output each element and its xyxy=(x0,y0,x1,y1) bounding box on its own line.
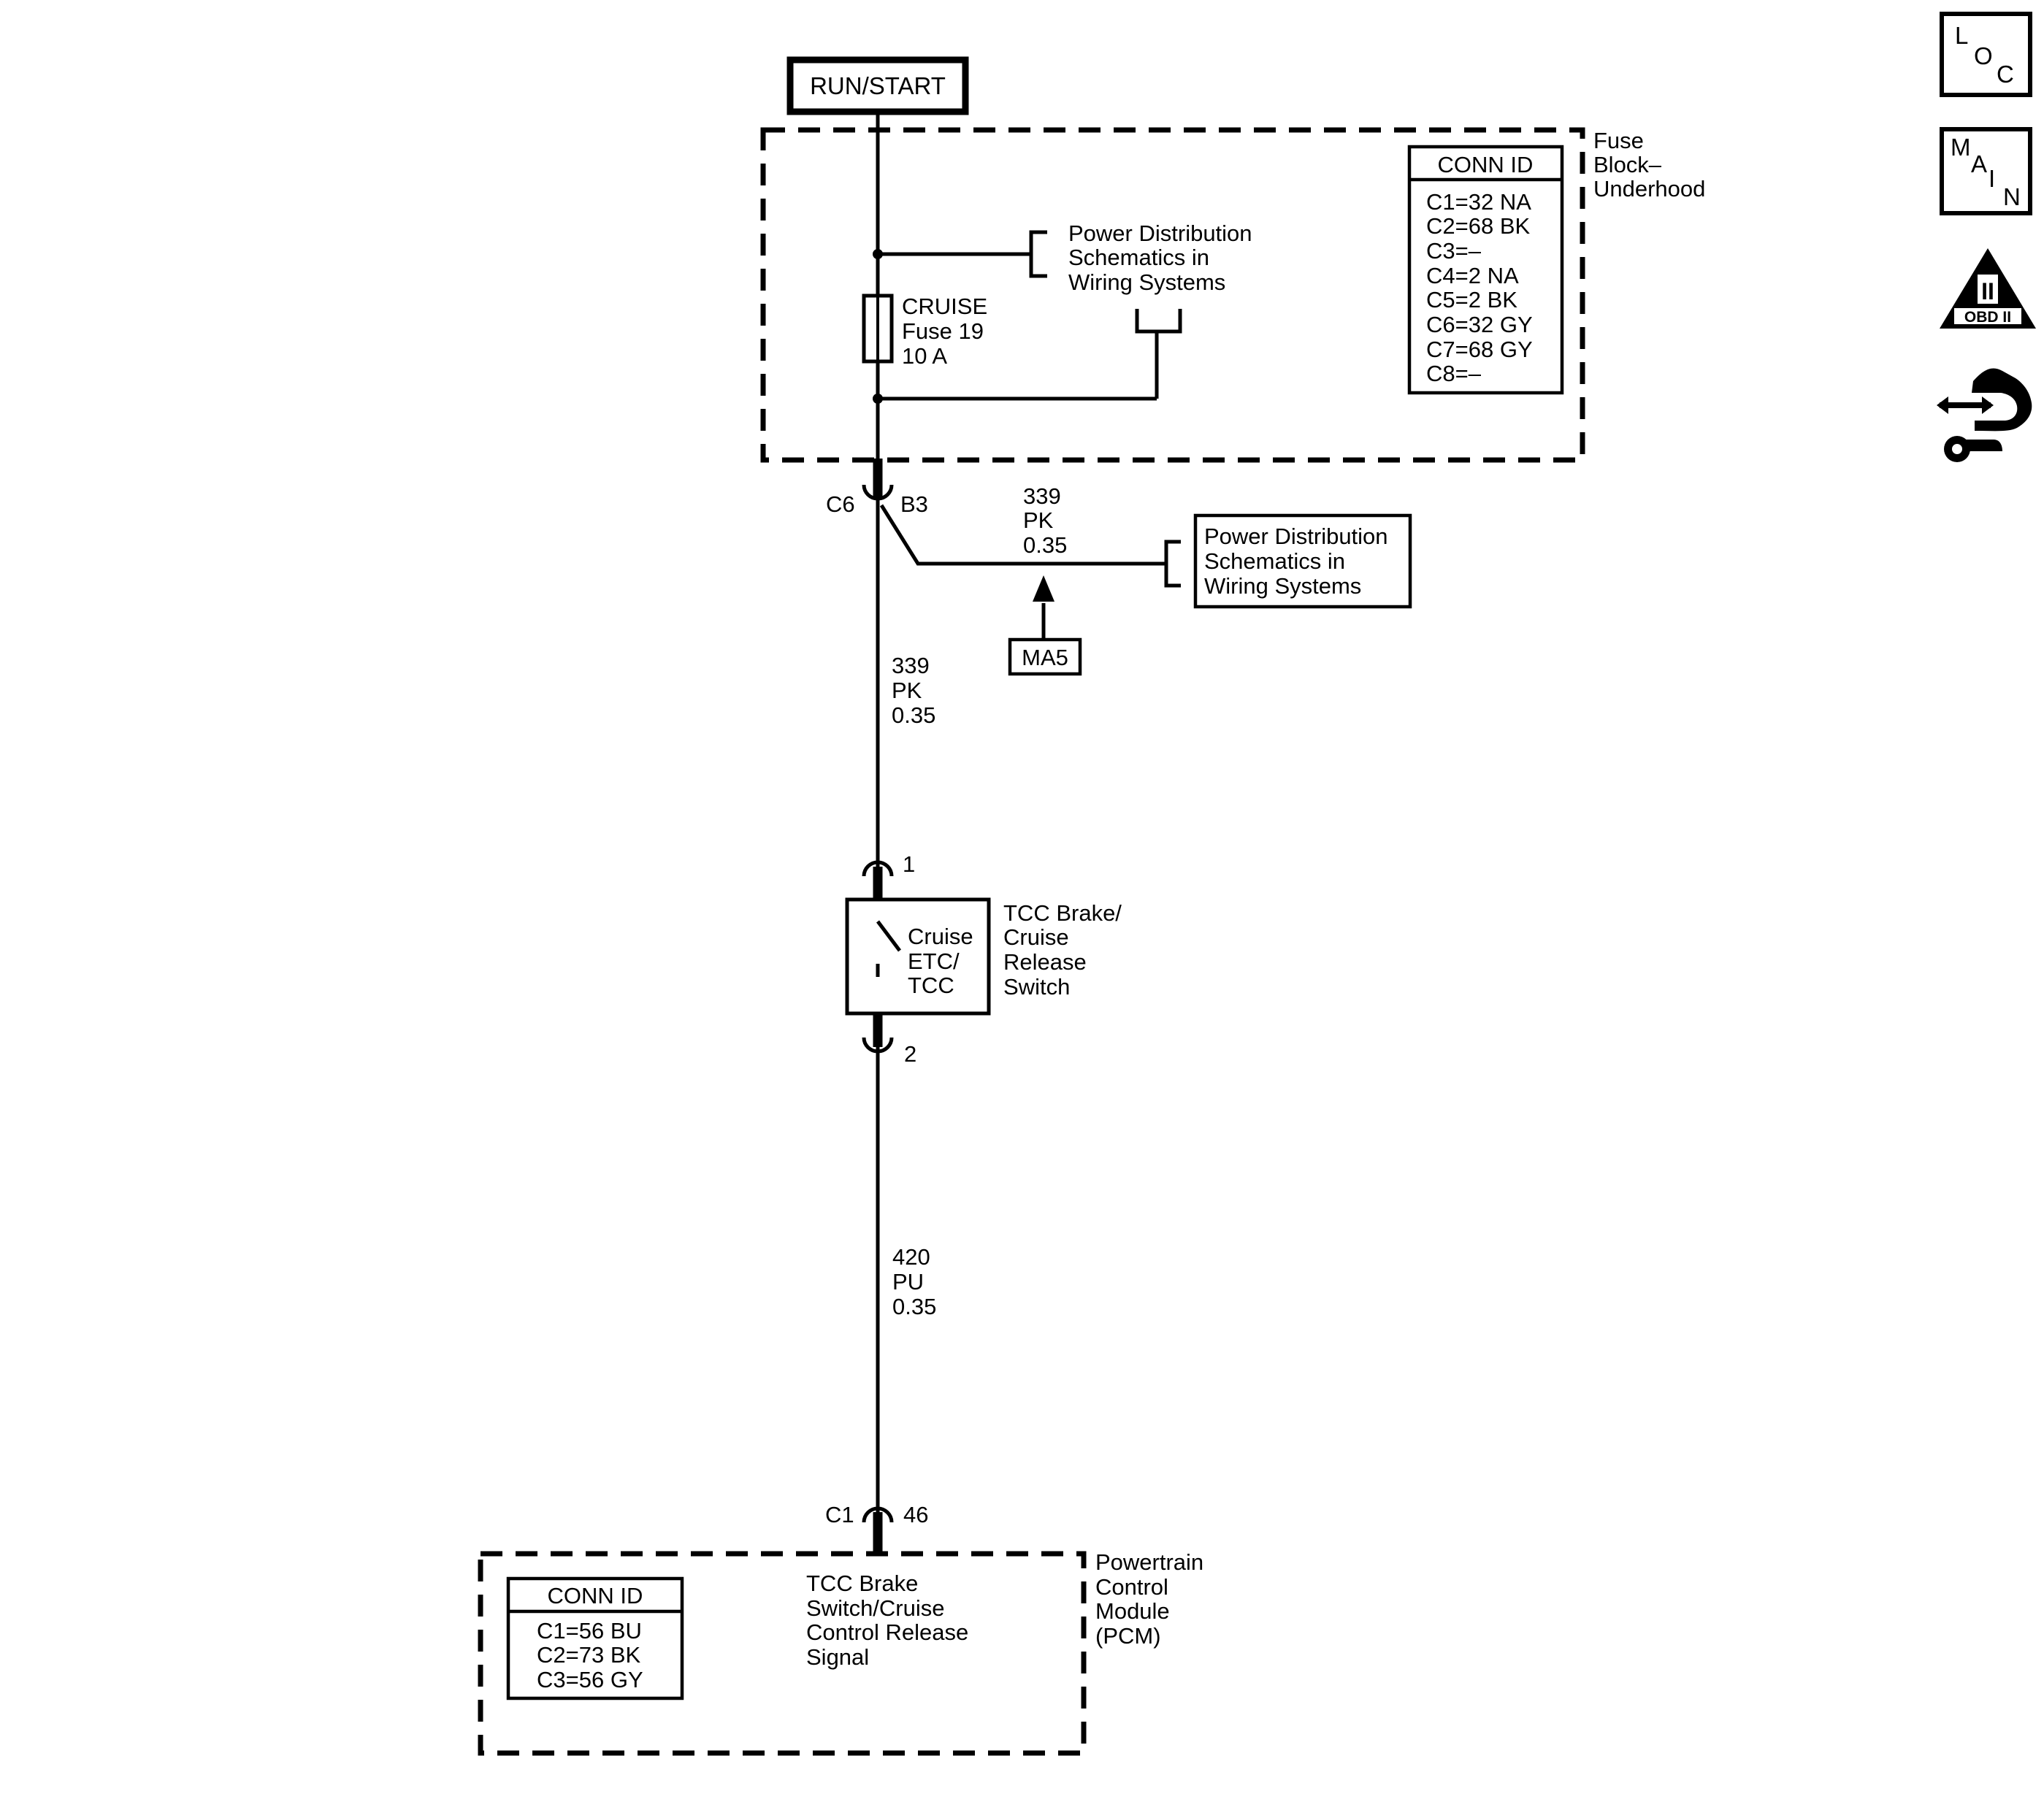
conn-id-row: C2=73 BK xyxy=(537,1642,641,1668)
pcm-signal-line: TCC Brake xyxy=(806,1571,918,1596)
switch-name-line: Cruise xyxy=(1003,924,1069,950)
power-dist-ref-line: Wiring Systems xyxy=(1068,269,1225,295)
cruise-fuse-label: CRUISE Fuse 19 10 A xyxy=(902,294,987,369)
main-letter: I xyxy=(1989,165,1995,192)
conn-id-title: CONN ID xyxy=(548,1583,643,1608)
pcm-connector-c1-46[interactable] xyxy=(862,1506,894,1554)
fuse-label-line: 10 A xyxy=(902,343,947,369)
conn-id-row: C7=68 GY xyxy=(1426,337,1533,362)
lower-wire-label: 420 PU 0.35 xyxy=(892,1244,936,1319)
switch-inner-line: Cruise xyxy=(908,924,973,949)
pcm-signal-label: TCC Brake Switch/Cruise Control Release … xyxy=(806,1571,968,1670)
fuse-feed-splice xyxy=(873,230,1047,278)
conn-id-row: C3=– xyxy=(1426,238,1482,264)
switch-pin-2-connector[interactable] xyxy=(862,1013,894,1054)
conn-id-row: C6=32 GY xyxy=(1426,312,1533,337)
power-dist-ref-line: Schematics in xyxy=(1068,245,1209,270)
wire-gauge-label: 0.35 xyxy=(892,702,935,728)
ma5-splice-ref[interactable]: MA5 xyxy=(1008,575,1082,676)
pcm-name-line: Control xyxy=(1095,1574,1168,1600)
conn-id-title: CONN ID xyxy=(1438,152,1534,177)
run-start-label: RUN/START xyxy=(810,72,946,99)
pcm-connector-label: C1 xyxy=(825,1502,854,1527)
splice-dot xyxy=(873,394,883,404)
obd-numeral: II xyxy=(1981,278,1994,304)
switch-name-line: Release xyxy=(1003,949,1087,975)
conn-id-row: C8=– xyxy=(1426,361,1482,386)
wire-color-label: PK xyxy=(1023,507,1054,533)
pcm-name: Powertrain Control Module (PCM) xyxy=(1095,1549,1203,1649)
switch-inner-line: ETC/ xyxy=(908,948,960,974)
main-icon[interactable]: M A I N xyxy=(1940,127,2032,215)
connector-c6-pin-label: B3 xyxy=(900,491,928,517)
run-start-source[interactable]: RUN/START xyxy=(786,56,969,115)
power-dist-ref-line: Power Distribution xyxy=(1068,221,1252,246)
ma5-label: MA5 xyxy=(1022,645,1068,670)
upper-wire-label: 339 PK 0.35 xyxy=(892,653,935,728)
cruise-fuse[interactable] xyxy=(862,294,894,364)
loc-letter: L xyxy=(1955,22,1968,49)
ref-box-line: Schematics in xyxy=(1204,548,1345,574)
pcm-signal-line: Signal xyxy=(806,1644,869,1670)
loc-letter: O xyxy=(1974,42,1993,69)
main-letter: A xyxy=(1971,150,1987,177)
loc-icon[interactable]: L O C xyxy=(1940,12,2032,97)
ref-bracket xyxy=(1135,309,1182,334)
pcm-boundary xyxy=(478,1551,1087,1756)
main-letter: N xyxy=(2003,183,2021,210)
ref-box-line: Wiring Systems xyxy=(1204,573,1361,599)
pcm-conn-id-table: CONN ID C1=56 BU C2=73 BK C3=56 GY xyxy=(506,1576,684,1700)
wire-color-label: PU xyxy=(892,1269,924,1295)
conn-id-row: C1=56 BU xyxy=(537,1618,642,1644)
pcm-signal-line: Control Release xyxy=(806,1619,968,1645)
fuse-block-name: Fuse Block– Underhood xyxy=(1593,128,1705,202)
obd-ii-icon[interactable]: II OBD II xyxy=(1940,248,2036,329)
fuse-block-power-distribution-ref[interactable]: Power Distribution Schematics in Wiring … xyxy=(1068,221,1252,295)
fuse-block-name-line: Underhood xyxy=(1593,176,1705,202)
conn-id-row: C2=68 BK xyxy=(1426,213,1531,239)
pcm-connector-pin-label: 46 xyxy=(903,1502,928,1527)
wire-color-label: PK xyxy=(892,678,922,703)
conn-id-row: C1=32 NA xyxy=(1426,189,1531,215)
fuse-label-line: Fuse 19 xyxy=(902,318,984,344)
conn-id-row: C4=2 NA xyxy=(1426,263,1519,288)
fuse-block-name-line: Block– xyxy=(1593,152,1662,177)
branch-wire-label: 339 PK 0.35 xyxy=(1023,483,1067,558)
switch-name-label: TCC Brake/ Cruise Release Switch xyxy=(1003,900,1122,1000)
switch-pin-1-label: 1 xyxy=(903,851,915,877)
switch-name-line: TCC Brake/ xyxy=(1003,900,1122,926)
obd-label: OBD II xyxy=(1964,309,2011,326)
wire-gauge-label: 0.35 xyxy=(1023,532,1067,558)
switch-name-line: Switch xyxy=(1003,974,1070,1000)
main-letter: M xyxy=(1951,134,1971,161)
fuse-block-name-line: Fuse xyxy=(1593,128,1644,153)
wire-circuit-label: 339 xyxy=(1023,483,1061,509)
loc-letter: C xyxy=(1997,61,2014,88)
conn-id-row: C3=56 GY xyxy=(537,1667,643,1692)
wire-circuit-label: 420 xyxy=(892,1244,930,1270)
ref-box-line: Power Distribution xyxy=(1204,524,1388,549)
fuse-block-boundary xyxy=(760,127,1585,463)
power-distribution-ref-box[interactable]: Power Distribution Schematics in Wiring … xyxy=(1193,513,1412,609)
connector-c6-b3[interactable] xyxy=(862,459,894,501)
switch-inner-line: TCC xyxy=(908,973,954,998)
fuse-block-conn-id-table: CONN ID C1=32 NA C2=68 BK C3=– C4=2 NA C… xyxy=(1407,145,1564,395)
pcm-name-line: Powertrain xyxy=(1095,1549,1203,1575)
switch-pin-1-connector[interactable] xyxy=(862,860,894,900)
navigation-hand-icon[interactable] xyxy=(1937,368,2032,462)
pcm-name-line: (PCM) xyxy=(1095,1623,1161,1649)
tcc-brake-cruise-release-switch[interactable]: Cruise ETC/ TCC xyxy=(845,897,991,1016)
conn-id-row: C5=2 BK xyxy=(1426,287,1517,312)
wire-gauge-label: 0.35 xyxy=(892,1294,936,1319)
pcm-name-line: Module xyxy=(1095,1598,1170,1624)
switch-pin-2-label: 2 xyxy=(904,1041,916,1067)
branch-wire xyxy=(879,504,1166,566)
ref-bracket xyxy=(1164,540,1181,588)
fuse-label-line: CRUISE xyxy=(902,294,987,319)
wire-circuit-label: 339 xyxy=(892,653,930,678)
connector-c6-label: C6 xyxy=(826,491,855,517)
pcm-signal-line: Switch/Cruise xyxy=(806,1595,945,1621)
